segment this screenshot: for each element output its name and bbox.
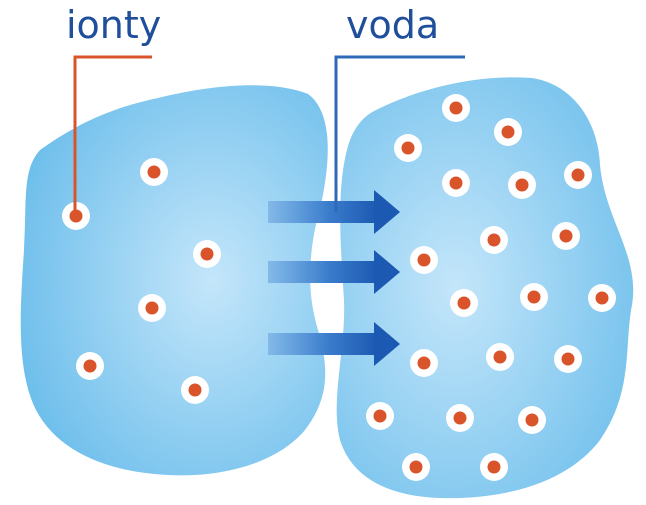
ion-dot-icon: [501, 125, 515, 139]
ions-label: ionty: [66, 3, 162, 47]
ion-dot-icon: [525, 413, 539, 427]
ion-dot-icon: [561, 352, 575, 366]
ion-dot-icon: [559, 229, 573, 243]
right-arrow-icon: [268, 250, 400, 294]
ion-dot-icon: [571, 168, 585, 182]
ion-dots: [62, 94, 616, 481]
ion-dot-icon: [453, 411, 467, 425]
right-arrow-icon: [268, 322, 400, 366]
ion-dot-icon: [449, 176, 463, 190]
ion-dot-icon: [487, 460, 501, 474]
water-flow-arrows: [268, 190, 400, 366]
ion-dot-icon: [515, 178, 529, 192]
left-cell-blob: [20, 85, 328, 476]
ion-dot-icon: [449, 101, 463, 115]
water-label: voda: [346, 3, 440, 47]
ion-dot-icon: [83, 359, 97, 373]
ion-dot-icon: [401, 141, 415, 155]
ions-leader-line: [73, 55, 152, 216]
ion-dot-icon: [409, 460, 423, 474]
ion-dot-icon: [200, 247, 214, 261]
ion-dot-icon: [188, 383, 202, 397]
ion-dot-icon: [595, 291, 609, 305]
ion-dot-icon: [527, 290, 541, 304]
ion-dot-icon: [373, 409, 387, 423]
ion-dot-icon: [417, 356, 431, 370]
ion-dot-icon: [493, 350, 507, 364]
ion-dot-icon: [457, 296, 471, 310]
ion-dot-icon: [417, 253, 431, 267]
ion-dot-icon: [145, 301, 159, 315]
right-arrow-icon: [268, 190, 400, 234]
right-cell-blob: [336, 77, 634, 499]
water-leader-line: [334, 55, 465, 212]
ion-dot-icon: [147, 165, 161, 179]
ion-dot-icon: [487, 233, 501, 247]
